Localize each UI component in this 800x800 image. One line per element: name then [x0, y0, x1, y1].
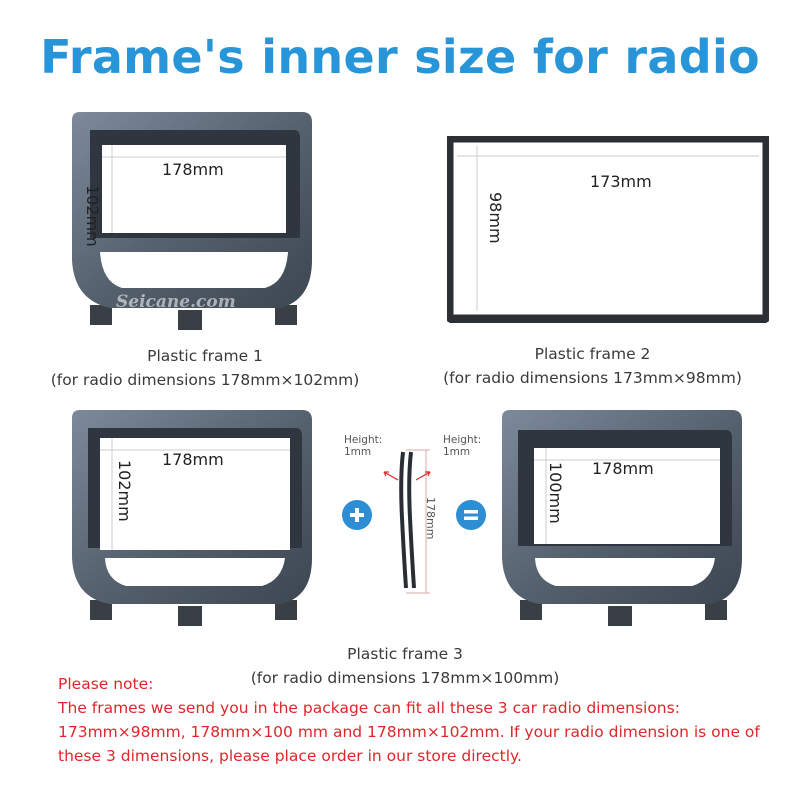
frame2-caption-title: Plastic frame 2 [534, 345, 651, 363]
frame3-left-height-label: 102mm [115, 460, 134, 522]
note-line-3: these 3 dimensions, please place order i… [58, 747, 522, 765]
plastic-frame-1-image [72, 112, 312, 330]
frame1-height-label: 102mm [83, 185, 102, 247]
frame3-right-height-label: 100mm [546, 462, 565, 524]
frame1-caption-title: Plastic frame 1 [147, 347, 263, 365]
frame1-caption: Plastic frame 1 (for radio dimensions 17… [30, 344, 380, 392]
watermark: Seicane.com [116, 292, 236, 312]
frame3-caption-dimensions: (for radio dimensions 178mm×100mm) [250, 669, 560, 687]
frame1-width-label: 178mm [162, 160, 224, 179]
spacer-right-height-label: Height: 1mm [443, 434, 482, 458]
frame1-caption-dimensions: (for radio dimensions 178mm×102mm) [50, 371, 360, 389]
frame2-caption: Plastic frame 2 (for radio dimensions 17… [420, 342, 765, 390]
note-title: Please note: [58, 675, 154, 693]
frame3-right-width-label: 178mm [592, 459, 654, 478]
plastic-frame-3-right-image [502, 410, 742, 626]
frame2-caption-dimensions: (for radio dimensions 173mm×98mm) [443, 369, 742, 387]
plastic-frame-3-left-image [72, 410, 312, 626]
note-line-2: 173mm×98mm, 178mm×100 mm and 178mm×102mm… [58, 723, 760, 741]
note-line-1: The frames we send you in the package ca… [58, 699, 680, 717]
spacer-length-label: 178mm [424, 497, 437, 540]
equals-icon [456, 500, 486, 530]
spacer-left-height-label: Height: 1mm [344, 434, 383, 458]
plus-icon [342, 500, 372, 530]
page-title: Frame's inner size for radio [40, 30, 760, 84]
frame2-width-label: 173mm [590, 172, 652, 191]
plastic-frame-2-image [447, 136, 769, 323]
frame3-caption: Plastic frame 3 (for radio dimensions 17… [230, 642, 580, 690]
frame3-left-width-label: 178mm [162, 450, 224, 469]
please-note-block: Please note: The frames we send you in t… [58, 672, 778, 768]
frame3-caption-title: Plastic frame 3 [347, 645, 463, 663]
frame2-height-label: 98mm [486, 192, 505, 244]
spacer-strips-image [383, 449, 431, 594]
